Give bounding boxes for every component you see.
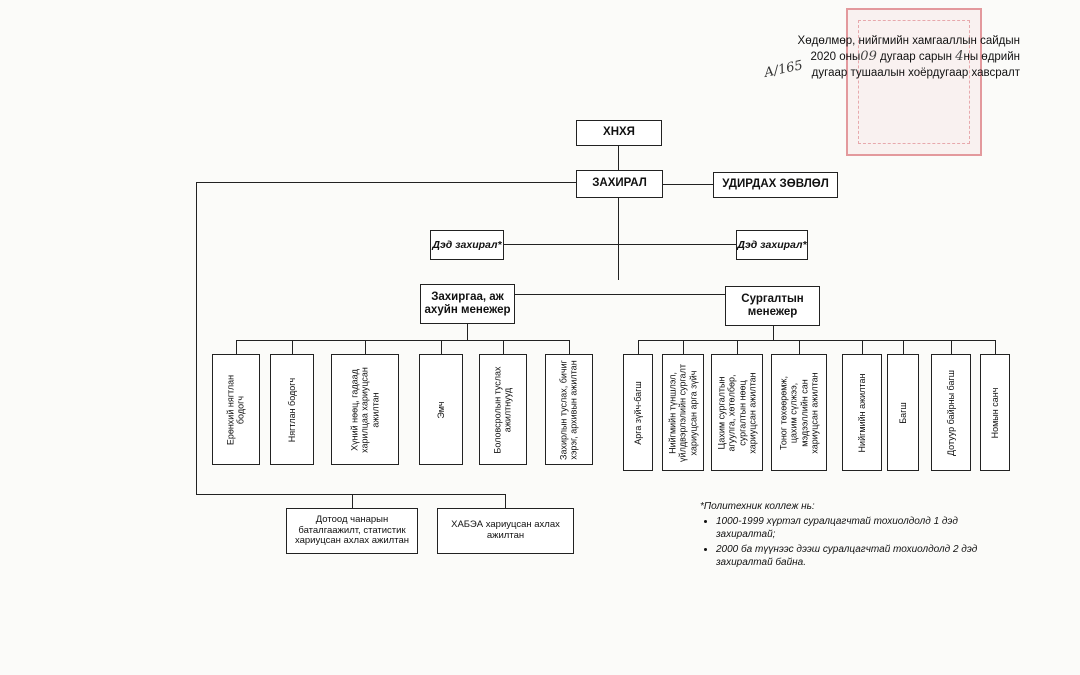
training-staff-label: Нийгмийн түншлэл, үйлдвэрлэлийн сургалт … (667, 363, 699, 462)
document-header: Хөдөлмөр, нийгмийн хамгааллын сайдын 202… (740, 34, 1020, 81)
training-staff-label: Цахим сургалтын агуулга, хөтөлбөр, сурга… (716, 371, 758, 454)
footnote-item: 1000-1999 хүртэл суралцагчтай тохиолдолд… (716, 515, 990, 541)
ohs-officer-box: ХАБЭА хариуцсан ахлах ажилтан (437, 508, 574, 554)
connector-training-horizontal (638, 340, 996, 341)
training-manager-box: Сургалтын менежер (725, 286, 820, 326)
header-line-1: Хөдөлмөр, нийгмийн хамгааллын сайдын (797, 35, 1020, 47)
training-staff-box: Цахим сургалтын агуулга, хөтөлбөр, сурга… (711, 354, 763, 471)
connector-bottom-right-drop (505, 494, 506, 508)
admin-staff-label: Эмч (435, 400, 446, 419)
connector-left-outer-top (196, 182, 576, 183)
training-staff-label: Нийгмийн ажилтан (856, 373, 867, 452)
connector-bottom-left-drop (352, 494, 353, 508)
training-staff-box: Тоног төхөөрөмж, цахим сүлжээ, мэдээллий… (771, 354, 827, 471)
header-line-2-a: 2020 оны (810, 50, 861, 63)
connector-training-staff-drop (903, 340, 904, 354)
connector-admin-staff-drop (503, 340, 504, 354)
connector-training-staff-drop (737, 340, 738, 354)
connector-deputy-left (504, 244, 618, 245)
training-staff-box: Дотуур байрны багш (931, 354, 971, 471)
training-staff-box: Номын санч (980, 354, 1010, 471)
ministry-box: ХНХЯ (576, 120, 662, 146)
admin-staff-label: Хүний нөөц, гадаад харилцаа хариуцсан аж… (349, 366, 381, 453)
connector-training-staff-drop (683, 340, 684, 354)
training-staff-box: Багш (887, 354, 919, 471)
connector-admin-staff-drop (365, 340, 366, 354)
admin-staff-box: Хүний нөөц, гадаад харилцаа хариуцсан аж… (331, 354, 399, 465)
training-staff-box: Нийгмийн түншлэл, үйлдвэрлэлийн сургалт … (662, 354, 704, 471)
director-box: ЗАХИРАЛ (576, 170, 663, 198)
header-line-2: 2020 оны09 дугаар сарын 4ны өдрийн (740, 48, 1021, 66)
connector-admin-staff-drop (569, 340, 570, 354)
connector-left-outer-vertical (196, 182, 197, 494)
training-staff-label: Арга зүйч-багш (632, 380, 643, 445)
connector-director-down (618, 198, 619, 280)
footnote: *Политехник коллеж нь: 1000-1999 хүртэл … (700, 500, 990, 571)
admin-staff-label: Ерөнхий нягтлан бодогч (225, 374, 246, 445)
admin-staff-label: Захирлын туслах, бичиг хэрэг, архивын аж… (558, 359, 579, 460)
header-line-2-c: ны өдрийн (963, 50, 1020, 63)
header-line-3: дугаар тушаалын хоёрдугаар хавсралт (811, 66, 1020, 79)
training-staff-box: Нийгмийн ажилтан (842, 354, 882, 471)
header-line-2-b: дугаар сарын (880, 50, 952, 63)
handwritten-day: 4 (955, 48, 964, 64)
connector-training-staff-drop (799, 340, 800, 354)
connector-admin-horizontal (236, 340, 570, 341)
connector-admin-staff-drop (441, 340, 442, 354)
deputy-director-right-box: Дэд захирал* (736, 230, 808, 260)
admin-staff-box: Эмч (419, 354, 463, 465)
board-box: УДИРДАХ ЗӨВЛӨЛ (713, 172, 838, 198)
connector-admin-staff-drop (236, 340, 237, 354)
connector-admin-down (467, 324, 468, 340)
training-staff-label: Багш (897, 401, 908, 424)
connector-left-outer-bottom (196, 494, 506, 495)
connector-training-down (773, 326, 774, 340)
connector-director-to-board (663, 184, 713, 185)
training-staff-box: Арга зүйч-багш (623, 354, 653, 471)
handwritten-month: 09 (860, 48, 877, 64)
connector-managers-horizontal (510, 294, 725, 295)
official-stamp (846, 8, 982, 156)
admin-staff-label: Нягтлан бодогч (286, 377, 297, 442)
deputy-director-left-box: Дэд захирал* (430, 230, 504, 260)
admin-staff-box: Ерөнхий нягтлан бодогч (212, 354, 260, 465)
admin-staff-box: Захирлын туслах, бичиг хэрэг, архивын аж… (545, 354, 593, 465)
footnote-title: *Политехник коллеж нь: (700, 501, 815, 512)
connector-training-staff-drop (995, 340, 996, 354)
training-staff-label: Дотуур байрны багш (945, 369, 956, 456)
admin-manager-box: Захиргаа, аж ахуйн менежер (420, 284, 515, 324)
admin-staff-label: Боловсролын туслах ажилтнууд (492, 365, 513, 454)
training-staff-label: Тоног төхөөрөмж, цахим сүлжээ, мэдээллий… (778, 371, 820, 454)
footnote-list: 1000-1999 хүртэл суралцагчтай тохиолдолд… (700, 515, 990, 569)
connector-training-staff-drop (862, 340, 863, 354)
admin-staff-box: Нягтлан бодогч (270, 354, 314, 465)
training-staff-label: Номын санч (989, 387, 1000, 438)
connector-training-staff-drop (951, 340, 952, 354)
connector-deputy-right (618, 244, 736, 245)
connector-admin-staff-drop (292, 340, 293, 354)
footnote-item: 2000 ба түүнээс дээш суралцагчтай тохиол… (716, 543, 990, 569)
quality-assurance-officer-box: Дотоод чанарын баталгаажилт, статистик х… (286, 508, 418, 554)
connector-training-staff-drop (638, 340, 639, 354)
connector-top-to-director (618, 146, 619, 170)
admin-staff-box: Боловсролын туслах ажилтнууд (479, 354, 527, 465)
